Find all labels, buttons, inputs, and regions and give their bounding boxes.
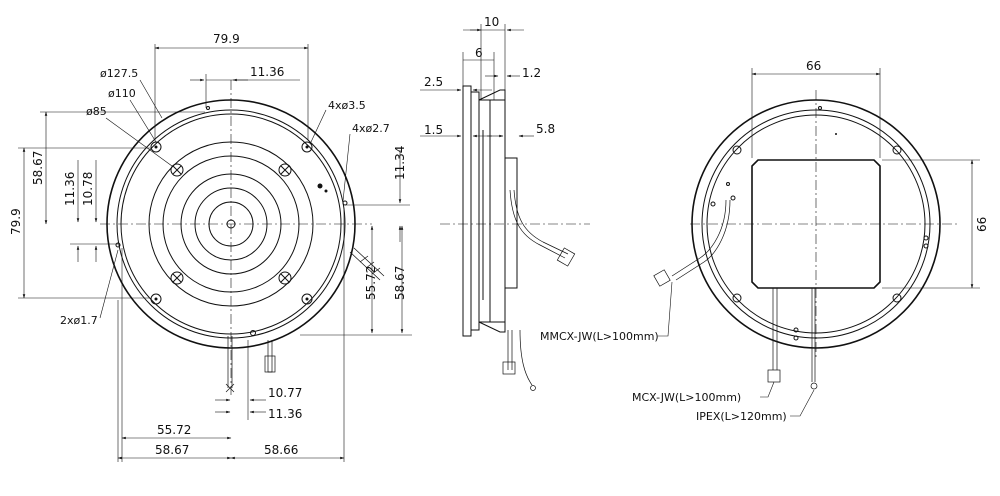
body-inner-circle (162, 155, 300, 293)
dim-offset-x: 11.36 (250, 65, 284, 79)
label-holes-2x17: 2xø1.7 (60, 314, 98, 327)
dim-offset-left-b: 10.78 (81, 172, 95, 206)
dim-bottom-5572: 55.72 (157, 423, 191, 437)
dim-bottom-1136: 11.36 (268, 407, 302, 421)
side-dim-58: 5.8 (536, 122, 555, 136)
back-outer-ring (691, 99, 941, 349)
screw (170, 163, 184, 177)
dim-offset-left-a: 11.36 (63, 172, 77, 206)
side-dim-10: 10 (484, 15, 499, 29)
mount-hole (301, 293, 313, 305)
label-holes-4x35: 4xø3.5 (328, 99, 366, 112)
mount-hole (150, 293, 162, 305)
back-cable-mcx (772, 288, 778, 370)
label-inner-dia: ø85 (86, 105, 107, 118)
center-hole (226, 219, 236, 229)
back-cable-mmcx (671, 199, 727, 277)
side-view: 10 6 1.2 2.5 1.5 5.8 (420, 15, 590, 391)
back-dim-width: 66 (806, 59, 821, 73)
front-cable (349, 247, 385, 281)
dim-right-58: 58.67 (393, 266, 407, 300)
back-dim-height: 66 (975, 217, 989, 232)
side-dim-15: 1.5 (424, 123, 443, 137)
dim-bottom-5866: 58.66 (264, 443, 298, 457)
dim-top-width: 79.9 (213, 32, 240, 46)
label-ring-dia: ø110 (108, 87, 136, 100)
side-cable (509, 189, 566, 259)
dim-right-55: 55.72 (364, 266, 378, 300)
outer-ring (106, 99, 356, 349)
dome-circle-3 (208, 201, 254, 247)
dim-total-height: 79.9 (9, 208, 23, 235)
back-cable-ipex (811, 288, 816, 382)
mounting-ring (116, 109, 346, 339)
side-dim-6: 6 (475, 46, 483, 60)
label-holes-4x27: 4xø2.7 (352, 122, 390, 135)
inner-ring (120, 113, 342, 335)
dome-circle-2 (194, 187, 268, 261)
screw (170, 271, 184, 285)
dim-offset-y-right: 11.34 (393, 146, 407, 180)
body-circle (148, 141, 314, 307)
label-mmcx: MMCX-JW(L>100mm) (540, 330, 659, 343)
dome-circle (180, 173, 282, 275)
patch-element (751, 159, 881, 289)
side-flange (462, 85, 472, 337)
front-bottom-cable (227, 336, 233, 388)
side-dim-25: 2.5 (424, 75, 443, 89)
dim-height-left: 58.67 (31, 151, 45, 185)
screw (278, 163, 292, 177)
label-ipex: IPEX(L>120mm) (696, 410, 787, 423)
mount-hole (301, 141, 313, 153)
dim-bottom-1077: 10.77 (268, 386, 302, 400)
label-outer-dia: ø127.5 (100, 67, 138, 80)
side-dim-12: 1.2 (522, 66, 541, 80)
front-view: 79.9 11.36 ø127.5 ø110 ø85 4xø3.5 4xø2.7… (9, 32, 412, 462)
back-view: 66 66 MMCX-JW(L>100mm) MCX-JW(L>100mm) I… (540, 59, 989, 423)
dim-bottom-5867: 58.67 (155, 443, 189, 457)
label-mcx: MCX-JW(L>100mm) (632, 391, 741, 404)
screw (278, 271, 292, 285)
